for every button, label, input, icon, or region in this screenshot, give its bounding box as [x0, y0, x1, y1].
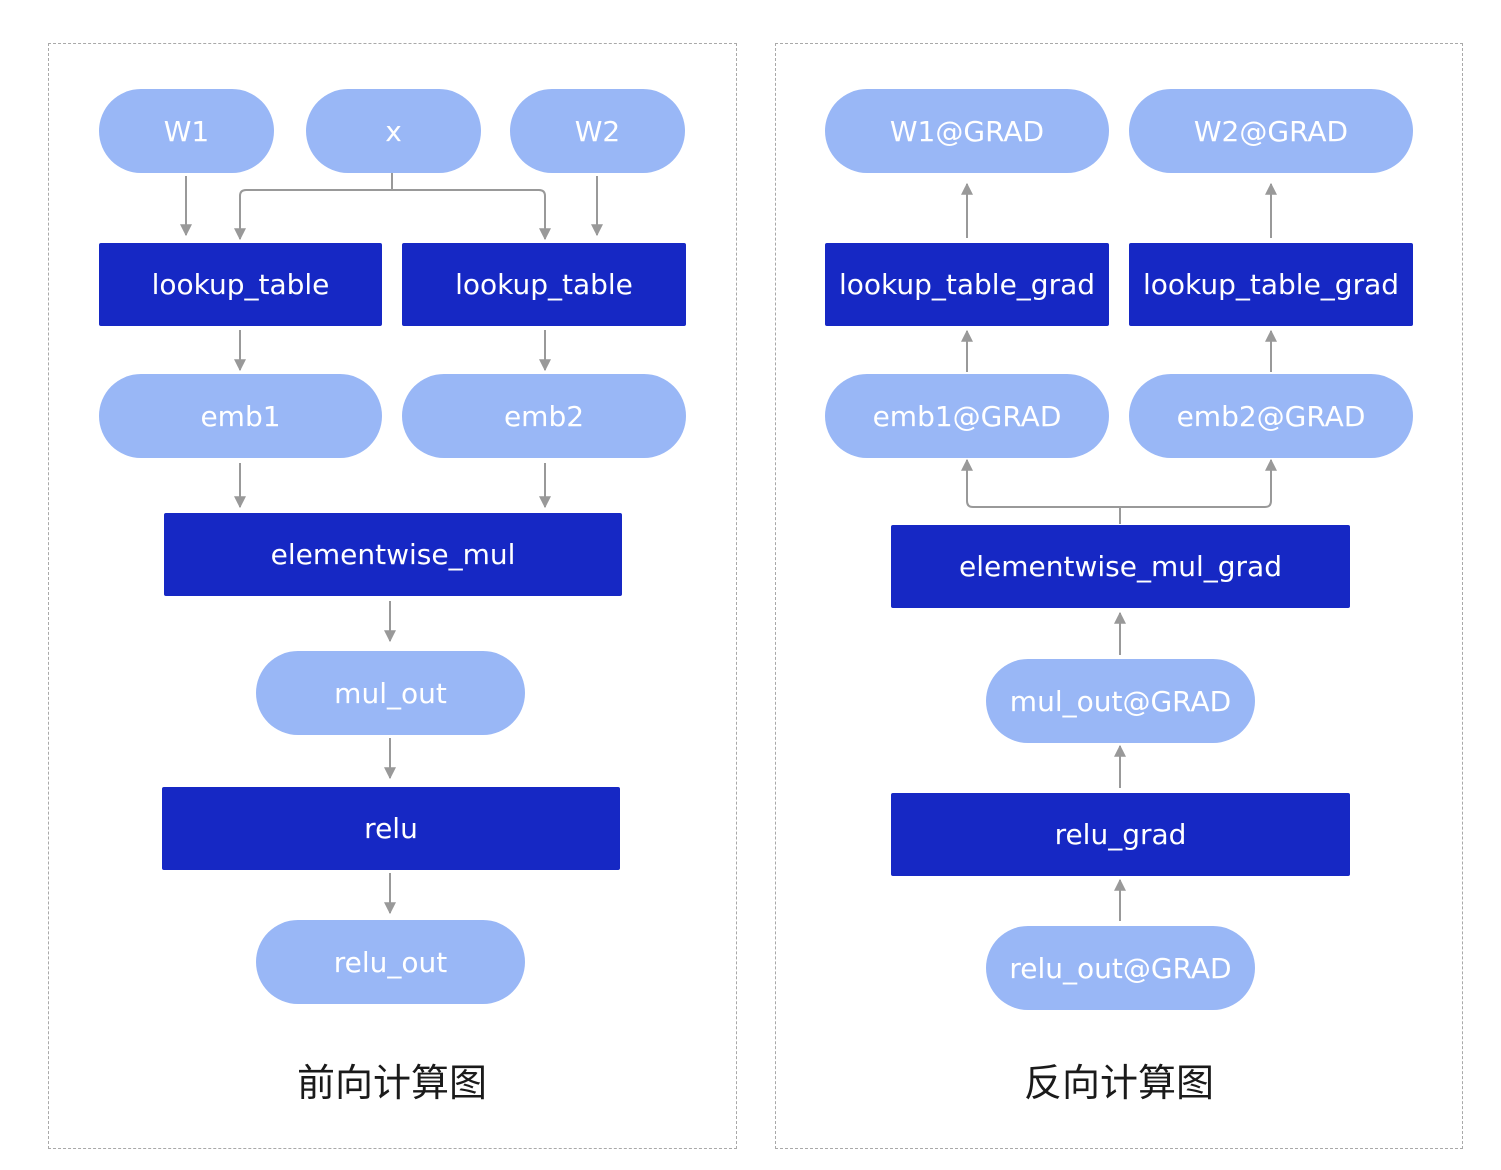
- op-node-lookup-table-grad-1: lookup_table_grad: [825, 243, 1109, 326]
- op-node-elementwise-mul: elementwise_mul: [164, 513, 622, 596]
- op-node-relu: relu: [162, 787, 620, 870]
- backward-graph-caption: 反向计算图: [1023, 1061, 1214, 1105]
- var-node-x: x: [306, 89, 481, 173]
- var-node-relu-out-grad: relu_out@GRAD: [986, 926, 1255, 1010]
- var-node-w2: W2: [510, 89, 685, 173]
- edge-mulgrad-emb2grad: [1120, 458, 1277, 508]
- op-node-lookup-table-1: lookup_table: [99, 243, 382, 326]
- var-node-mul-out-grad: mul_out@GRAD: [986, 659, 1255, 743]
- var-node-w1-grad: W1@GRAD: [825, 89, 1109, 173]
- var-node-emb1: emb1: [99, 374, 382, 458]
- forward-graph-panel: [48, 43, 737, 1149]
- var-node-relu-out: relu_out: [256, 920, 525, 1004]
- var-node-emb2: emb2: [402, 374, 686, 458]
- edge-x-lookup-1: [234, 172, 393, 241]
- var-node-emb1-grad: emb1@GRAD: [825, 374, 1109, 458]
- edge-x-lookup-2: [392, 189, 551, 241]
- var-node-w2-grad: W2@GRAD: [1129, 89, 1413, 173]
- backward-graph-panel: [775, 43, 1463, 1149]
- var-node-emb2-grad: emb2@GRAD: [1129, 374, 1413, 458]
- forward-graph-caption: 前向计算图: [296, 1061, 487, 1105]
- var-node-mul-out: mul_out: [256, 651, 525, 735]
- op-node-elementwise-mul-grad: elementwise_mul_grad: [891, 525, 1350, 608]
- op-node-lookup-table-grad-2: lookup_table_grad: [1129, 243, 1413, 326]
- op-node-relu-grad: relu_grad: [891, 793, 1350, 876]
- op-node-lookup-table-2: lookup_table: [402, 243, 686, 326]
- var-node-w1: W1: [99, 89, 274, 173]
- edge-mulgrad-emb1grad: [961, 458, 1121, 524]
